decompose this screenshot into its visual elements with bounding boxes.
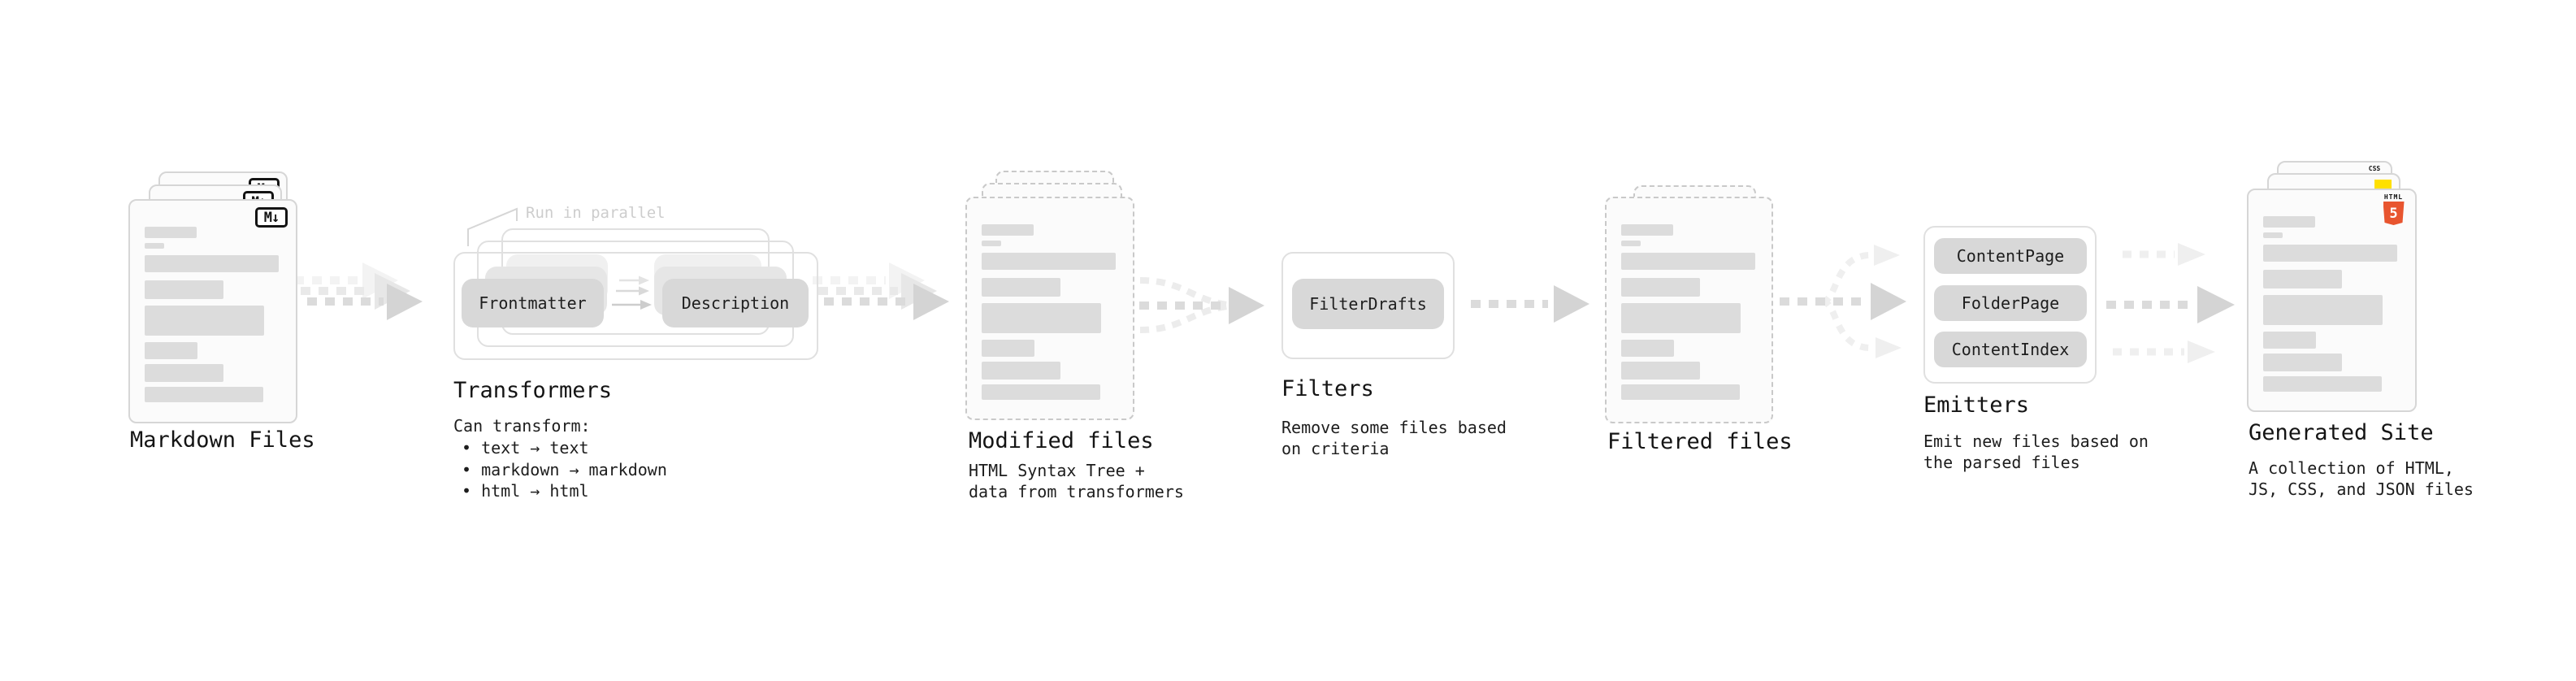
transformer-group-box-front <box>453 252 818 360</box>
html5-icon: HTML 5 <box>2383 193 2405 225</box>
generated-site-desc: A collection of HTML, JS, CSS, and JSON … <box>2249 458 2474 500</box>
stage-generated-site: CSS HTML 5 Generated Site A collection o… <box>2247 161 2491 502</box>
emitter-node-contentindex: ContentIndex <box>1934 332 2087 367</box>
emitters-group-box <box>1923 226 2097 384</box>
bullet-item: • text → text <box>462 438 589 458</box>
transformers-bullet-list: • text → text • markdown → markdown • ht… <box>462 437 667 502</box>
desc-line: on criteria <box>1281 439 1390 458</box>
desc-line: Emit new files based on <box>1923 432 2149 451</box>
transformers-desc-title: Can transform: <box>453 416 591 436</box>
desc-line: the parsed files <box>1923 453 2080 472</box>
emitter-node-contentpage: ContentPage <box>1934 238 2087 274</box>
css-badge-text: CSS <box>2368 165 2381 172</box>
transformer-node-description: Description <box>662 279 809 327</box>
placeholder-text-bars <box>982 224 1118 403</box>
html5-badge-text: HTML <box>2383 193 2404 201</box>
transformer-node-frontmatter: Frontmatter <box>462 279 604 327</box>
placeholder-text-bars <box>1621 224 1758 403</box>
stage-label-generated-site: Generated Site <box>2249 420 2434 445</box>
html5-number: 5 <box>2389 205 2398 222</box>
file-card-front <box>1605 197 1773 423</box>
desc-line: HTML Syntax Tree + <box>969 461 1145 480</box>
desc-line: Remove some files based <box>1281 418 1507 437</box>
filters-desc: Remove some files based on criteria <box>1281 417 1507 459</box>
run-in-parallel-note: Run in parallel <box>526 204 666 222</box>
desc-line: data from transformers <box>969 482 1184 501</box>
arrow-transformers-to-modified <box>813 262 949 320</box>
stage-filtered-files: Filtered files <box>1605 185 1800 478</box>
emitters-desc: Emit new files based on the parsed files <box>1923 431 2149 473</box>
stage-label-transformers: Transformers <box>453 378 613 403</box>
desc-line: JS, CSS, and JSON files <box>2249 479 2474 499</box>
file-card-front: HTML 5 <box>2247 189 2417 412</box>
emitter-node-folderpage: FolderPage <box>1934 285 2087 321</box>
stage-label-markdown-files: Markdown Files <box>130 427 315 453</box>
html5-shield: 5 <box>2383 202 2405 225</box>
stage-filters: FilterDrafts Filters Remove some files b… <box>1281 252 1517 496</box>
filters-group-box <box>1281 252 1455 359</box>
modified-files-desc: HTML Syntax Tree + data from transformer… <box>969 460 1184 502</box>
placeholder-text-bars <box>2263 216 2400 395</box>
stage-label-emitters: Emitters <box>1923 393 2030 418</box>
markdown-icon: M↓ <box>255 207 288 228</box>
stage-transformers: Run in parallel Frontmatter Description … <box>453 203 827 512</box>
placeholder-text-bars <box>145 227 281 406</box>
js-file-icon <box>2374 180 2392 189</box>
filter-node-filterdrafts: FilterDrafts <box>1292 279 1444 329</box>
file-card-front: M↓ <box>128 199 297 423</box>
stage-emitters: ContentPage FolderPage ContentIndex Emit… <box>1923 226 2159 494</box>
bullet-item: • html → html <box>462 481 589 501</box>
bullet-item: • markdown → markdown <box>462 459 667 479</box>
file-card-front <box>965 197 1134 420</box>
stage-markdown-files: M↓ M↓ M↓ Markdown Files <box>128 161 323 470</box>
stage-modified-files: Modified files HTML Syntax Tree + data f… <box>965 171 1184 512</box>
stage-label-modified-files: Modified files <box>969 428 1154 453</box>
stage-label-filters: Filters <box>1281 376 1374 401</box>
stage-label-filtered-files: Filtered files <box>1607 429 1793 454</box>
desc-line: A collection of HTML, <box>2249 458 2454 478</box>
